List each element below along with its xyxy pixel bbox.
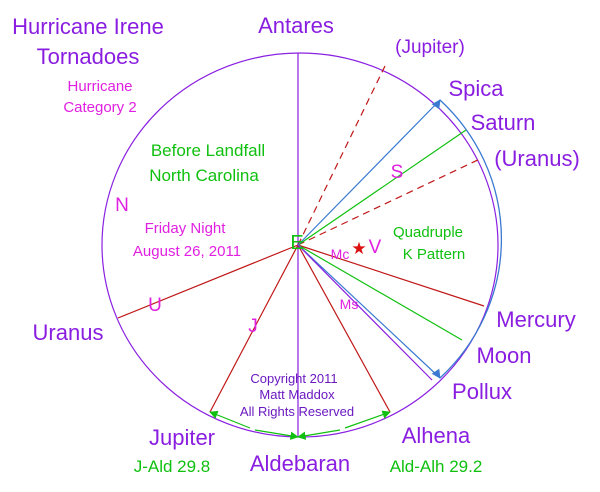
spica-line [297, 99, 441, 246]
context-line2: North Carolina [149, 166, 259, 185]
measurement-ald-alh: Ald-Alh 29.2 [390, 457, 483, 476]
bottom-arc-arrow-left [209, 410, 251, 429]
bottom-arc-arrow-mid-left [254, 429, 299, 440]
uranus-dashed-line [297, 157, 483, 246]
label-mercury: Mercury [496, 307, 575, 332]
date-line2: August 26, 2011 [133, 243, 241, 260]
label-spica: Spica [448, 76, 504, 101]
venus-star: ★ [351, 239, 366, 258]
context-line1: Before Landfall [151, 141, 265, 160]
label-alhena: Alhena [402, 423, 471, 448]
label-jupiter-paren: (Jupiter) [395, 37, 465, 58]
moon-line [297, 244, 463, 341]
right-arc [439, 99, 503, 379]
marker-s: S [391, 162, 404, 183]
alhena-line [297, 244, 391, 413]
pollux-line [297, 244, 441, 379]
label-saturn: Saturn [471, 110, 536, 135]
title-line1: Hurricane Irene [12, 14, 164, 39]
center-label: E [290, 232, 303, 254]
label-pollux: Pollux [452, 379, 512, 404]
category-line1: Hurricane [67, 78, 132, 95]
measurement-j-ald: J-Ald 29.8 [134, 457, 211, 476]
jupiter-line [209, 244, 299, 413]
ms-line [297, 244, 433, 381]
marker-u: U [148, 295, 162, 316]
label-uranus: Uranus [33, 320, 104, 345]
saturn-line [297, 129, 467, 246]
label-jupiter: Jupiter [149, 425, 215, 450]
bottom-arc-arrow-right [344, 410, 391, 429]
copyright-line1: Copyright 2011 [250, 371, 337, 386]
copyright-line3: All Rights Reserved [240, 404, 354, 419]
bottom-arc-arrow-mid-right [297, 429, 341, 440]
category-line2: Category 2 [63, 99, 136, 116]
marker-v: V [369, 237, 382, 258]
mercury-line [297, 244, 485, 307]
label-antares: Antares [258, 13, 334, 38]
pattern-line1: Quadruple [393, 224, 463, 241]
title-line2: Tornadoes [37, 44, 140, 69]
copyright-line2: Matt Maddox [259, 387, 335, 402]
marker-n: N [115, 195, 129, 216]
label-moon: Moon [476, 343, 531, 368]
uranus-line [117, 244, 299, 319]
marker-ms: Ms [340, 296, 359, 312]
pattern-line2: K Pattern [403, 246, 466, 263]
label-uranus-paren: (Uranus) [494, 146, 580, 171]
jupiter-dashed-line [297, 65, 386, 246]
date-line1: Friday Night [145, 220, 227, 237]
label-aldebaran: Aldebaran [250, 451, 350, 476]
marker-mc: Mc [331, 246, 350, 262]
marker-j: J [248, 316, 258, 337]
